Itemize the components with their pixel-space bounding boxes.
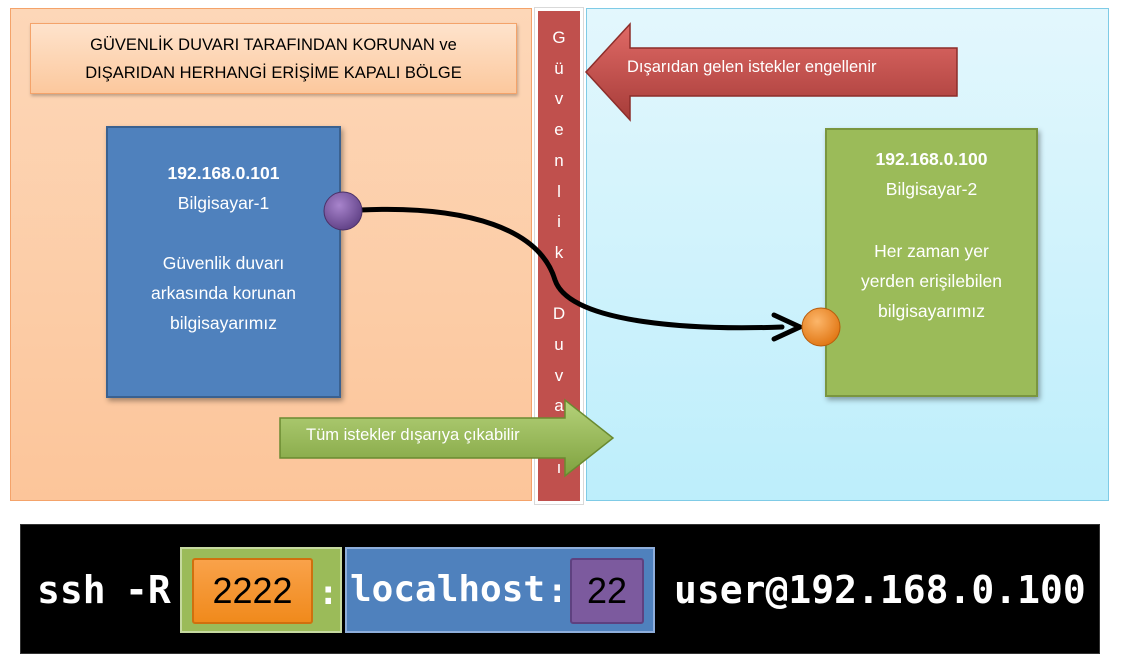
firewall-letter	[557, 269, 562, 300]
command-separator-1: :	[318, 573, 339, 613]
outgoing-allowed-label: Tüm istekler dışarıya çıkabilir	[306, 426, 520, 444]
firewall-letter: i	[557, 212, 561, 232]
command-flag: -R	[125, 568, 171, 612]
firewall-letter: n	[554, 150, 564, 170]
firewall-letter: u	[554, 335, 564, 355]
command-ssh: ssh	[37, 568, 106, 612]
firewall-letter: v	[554, 89, 564, 109]
protected-zone-label: GÜVENLİK DUVARI TARAFINDAN KORUNAN ve DI…	[30, 23, 517, 94]
zone-label-line1: GÜVENLİK DUVARI TARAFINDAN KORUNAN ve	[90, 35, 457, 54]
firewall-letter: a	[554, 396, 564, 416]
computer-2-name: Bilgisayar-2	[885, 179, 978, 199]
firewall-letter: D	[552, 304, 566, 324]
firewall-letter: ü	[554, 58, 564, 78]
computer-2-box: 192.168.0.100 Bilgisayar-2 Her zaman yer…	[825, 128, 1038, 397]
local-port-box: 22	[570, 558, 644, 624]
command-target: user@192.168.0.100	[674, 568, 1086, 612]
computer-2-desc-line1: Her zaman yer	[874, 241, 989, 261]
computer-1-name: Bilgisayar-1	[177, 193, 270, 213]
firewall-letter: ı	[556, 457, 562, 477]
command-host: localhost	[350, 569, 546, 610]
computer-1-ip: 192.168.0.101	[167, 163, 280, 183]
computer-2-desc-line3: bilgisayarımız	[878, 301, 985, 321]
remote-port-box: 2222	[192, 558, 313, 624]
computer-1-desc-line3: bilgisayarımız	[170, 313, 277, 333]
firewall-letter: v	[554, 365, 564, 385]
firewall-letter: l	[557, 181, 561, 201]
firewall-letter: G	[552, 28, 566, 47]
incoming-blocked-label: Dışarıdan gelen istekler engellenir	[627, 58, 877, 76]
zone-label-line2: DIŞARIDAN HERHANGİ ERİŞİME KAPALI BÖLGE	[85, 63, 462, 82]
computer-2-ip: 192.168.0.100	[875, 149, 988, 169]
computer-2-desc-line2: yerden erişilebilen	[860, 271, 1003, 291]
computer-1-desc-line1: Güvenlik duvarı	[162, 253, 285, 273]
firewall-letter: k	[554, 242, 564, 262]
computer-1-box: 192.168.0.101 Bilgisayar-1 Güvenlik duva…	[106, 126, 341, 398]
computer-1-desc-line2: arkasında korunan	[151, 283, 296, 303]
command-separator-2: :	[547, 571, 568, 611]
firewall-letter: r	[556, 427, 562, 447]
firewall-letter: e	[554, 120, 564, 140]
